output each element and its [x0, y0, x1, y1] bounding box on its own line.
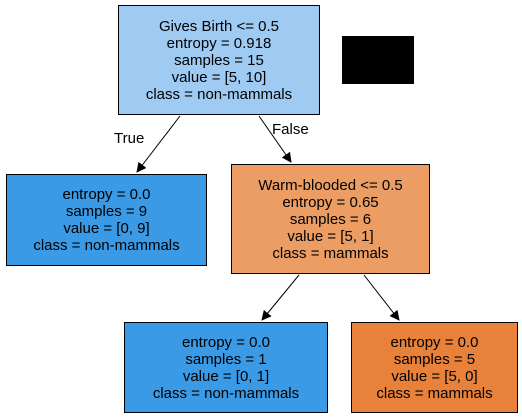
edge-root-to-left [136, 115, 181, 173]
redaction-block [342, 36, 414, 84]
class-label: class = non-mammals [33, 237, 180, 254]
entropy-value: entropy = 0.918 [166, 34, 272, 52]
class-label: class = mammals [272, 244, 389, 262]
node-right-split: Warm-blooded <= 0.5 entropy = 0.65 sampl… [231, 164, 430, 274]
samples-count: samples = 9 [65, 203, 148, 220]
node-root: Gives Birth <= 0.5 entropy = 0.918 sampl… [118, 5, 320, 115]
edge-right-to-right-right [363, 274, 400, 321]
entropy-value: entropy = 0.65 [282, 193, 379, 211]
split-condition: Gives Birth <= 0.5 [158, 17, 280, 35]
class-counts: value = [5, 1] [287, 227, 374, 245]
split-condition: Warm-blooded <= 0.5 [258, 176, 403, 194]
node-left-leaf: entropy = 0.0 samples = 9 value = [0, 9]… [6, 174, 207, 266]
node-right-left-leaf: entropy = 0.0 samples = 1 value = [0, 1]… [124, 322, 328, 413]
samples-count: samples = 5 [393, 350, 476, 368]
class-counts: value = [0, 1] [182, 367, 270, 385]
edge-right-to-right-left [261, 274, 300, 321]
edge-label-true: True [114, 130, 145, 147]
samples-count: samples = 6 [289, 210, 372, 228]
edge-root-to-right [258, 115, 292, 163]
samples-count: samples = 15 [174, 51, 264, 69]
class-counts: value = [0, 9] [63, 220, 150, 237]
class-label: class = non-mammals [152, 384, 300, 402]
entropy-value: entropy = 0.0 [390, 333, 479, 351]
class-label: class = non-mammals [145, 85, 293, 103]
samples-count: samples = 1 [185, 350, 267, 368]
node-right-right-leaf: entropy = 0.0 samples = 5 value = [5, 0]… [351, 322, 518, 413]
class-label: class = mammals [376, 384, 493, 402]
class-counts: value = [5, 0] [391, 367, 478, 385]
entropy-value: entropy = 0.0 [182, 333, 270, 351]
entropy-value: entropy = 0.0 [62, 186, 151, 203]
class-counts: value = [5, 10] [171, 68, 267, 86]
edge-label-false: False [272, 121, 309, 138]
